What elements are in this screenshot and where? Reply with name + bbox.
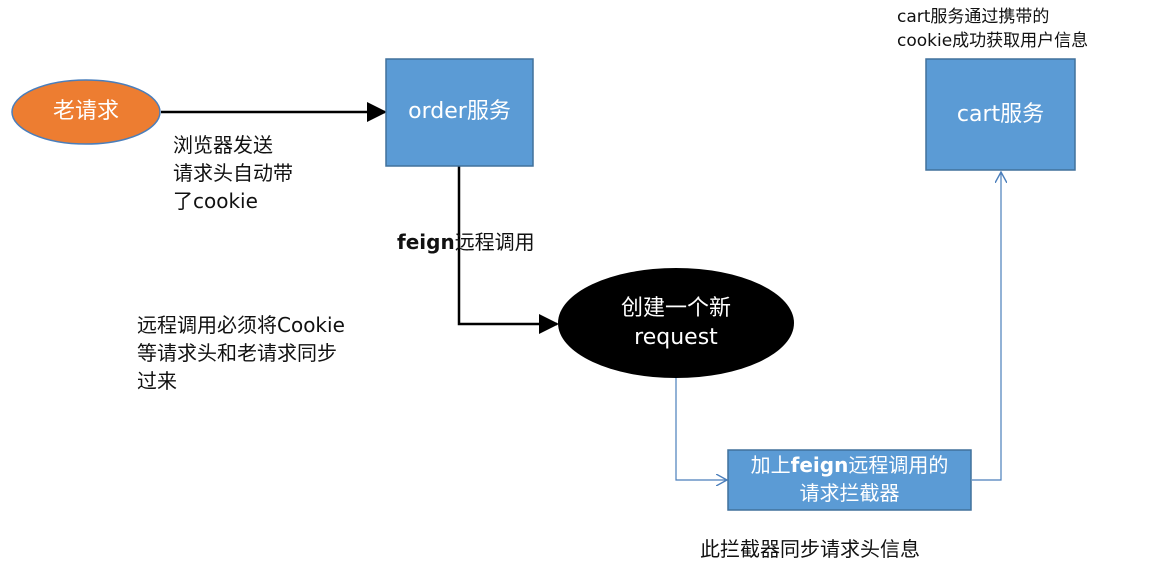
browser-send-note-line2: 请求头自动带 — [173, 161, 293, 185]
browser-send-note-line1: 浏览器发送 — [173, 133, 273, 157]
cart-note-line1: cart服务通过携带的 — [897, 7, 1050, 27]
browser-send-note-line3: 了cookie — [173, 189, 258, 213]
new-request-ellipse — [558, 268, 794, 378]
order-service-label: order服务 — [408, 99, 511, 124]
cart-service-box — [925, 58, 1076, 171]
interceptor-label-prefix: 加上 — [750, 453, 791, 477]
new-request-label-line1: 创建一个新 — [620, 296, 731, 321]
interceptor-label: 加上feign远程调用的 请求拦截器 — [728, 451, 971, 507]
sync-note-line2: 等请求头和老请求同步 — [137, 341, 337, 365]
interceptor-note: 此拦截器同步请求头信息 — [700, 537, 920, 561]
interceptor-label-line1: 加上feign远程调用的 — [728, 451, 971, 479]
interceptor-label-bold: feign — [790, 453, 849, 477]
arrow-order-to-new-request — [457, 166, 559, 334]
old-request-label: 老请求 — [52, 99, 119, 124]
cart-service-label: cart服务 — [956, 102, 1045, 127]
interceptor-label-line2: 请求拦截器 — [799, 481, 900, 505]
feign-call-label-bold: feign — [397, 230, 455, 254]
old-request-ellipse — [11, 79, 161, 145]
interceptor-box — [727, 449, 972, 511]
new-request-label-line2: request — [634, 325, 718, 350]
interceptor-label-suffix: 远程调用的 — [848, 453, 949, 477]
browser-send-note: 浏览器发送 请求头自动带 了cookie — [173, 131, 293, 215]
new-request-label: 创建一个新 request — [558, 294, 794, 352]
sync-note-line3: 过来 — [137, 369, 177, 393]
arrow-interceptor-to-cart — [972, 172, 1001, 481]
feign-call-label: feign远程调用 — [397, 228, 535, 256]
sync-note-line1: 远程调用必须将Cookie — [137, 313, 345, 337]
cart-note: cart服务通过携带的 cookie成功获取用户信息 — [897, 5, 1088, 53]
feign-call-label-rest: 远程调用 — [454, 230, 535, 254]
sync-note: 远程调用必须将Cookie 等请求头和老请求同步 过来 — [137, 311, 345, 395]
arrow-new-request-to-interceptor — [675, 378, 727, 480]
order-service-box — [385, 58, 534, 167]
cart-note-line2: cookie成功获取用户信息 — [897, 31, 1089, 51]
